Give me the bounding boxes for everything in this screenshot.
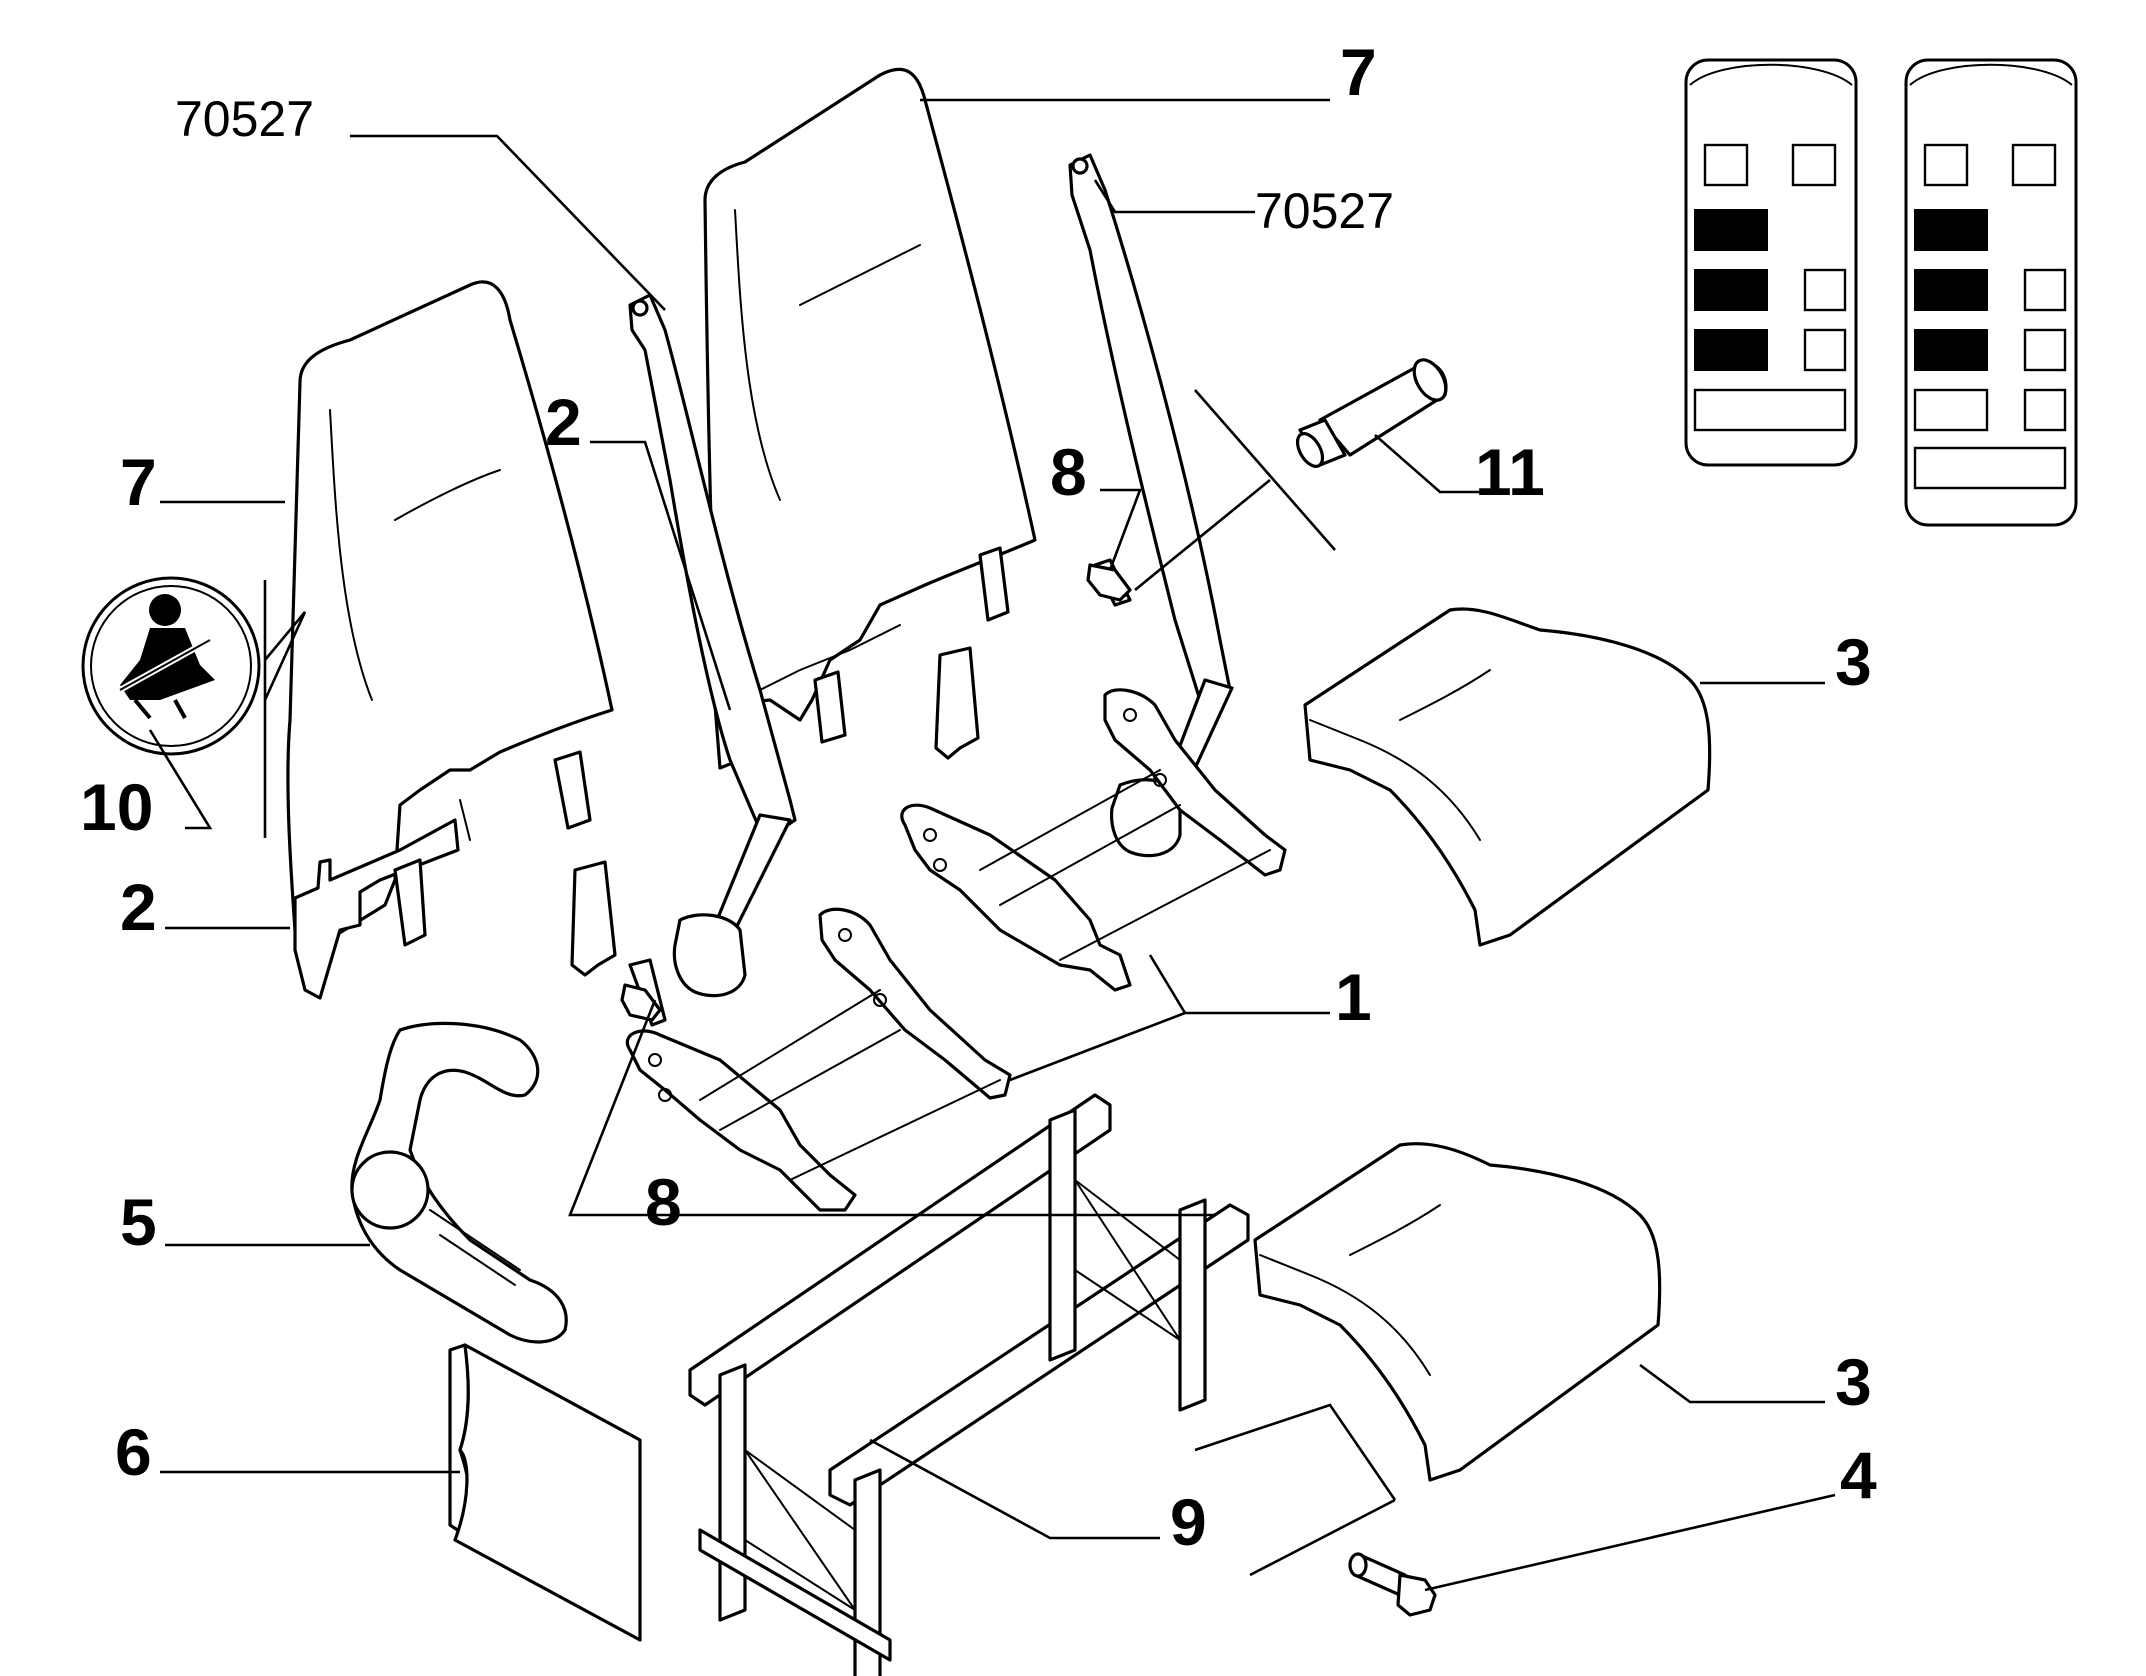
callout-8-upper: 8 — [1050, 435, 1087, 509]
callout-7-top: 7 — [1340, 35, 1377, 109]
clip-upper — [1086, 563, 1132, 602]
ref-70527-right: 70527 — [1255, 183, 1394, 239]
callout-2-upper: 2 — [545, 385, 582, 459]
callout-10: 10 — [80, 770, 153, 844]
callout-2-left: 2 — [120, 870, 157, 944]
ref-70527-left: 70527 — [175, 91, 314, 147]
bolt — [1348, 1552, 1437, 1617]
callout-11: 11 — [1475, 435, 1545, 509]
right-seatbelt — [934, 153, 1234, 858]
seat-frame-upper — [900, 688, 1287, 992]
seatbelt-warning-icon — [81, 576, 261, 756]
armrest — [350, 1021, 568, 1344]
callout-4: 4 — [1840, 1438, 1877, 1512]
seat-layout-a-icon — [1684, 58, 1858, 467]
left-seatbelt — [570, 293, 797, 1027]
leader-lines — [148, 98, 1836, 1592]
left-backrest — [286, 280, 614, 1000]
callout-1: 1 — [1335, 960, 1372, 1034]
callout-6: 6 — [115, 1415, 152, 1489]
base-frame — [688, 1093, 1250, 1676]
callout-8-lower: 8 — [645, 1165, 682, 1239]
cylinder-part — [1295, 358, 1448, 468]
callout-5: 5 — [120, 1185, 157, 1259]
side-panel — [448, 1343, 642, 1642]
callout-9: 9 — [1170, 1485, 1207, 1559]
seat-frame-lower — [625, 907, 1012, 1212]
callout-3-upper: 3 — [1835, 625, 1872, 699]
right-backrest — [703, 67, 1037, 770]
callout-3-lower: 3 — [1835, 1345, 1872, 1419]
seat-layout-b-icon — [1904, 58, 2078, 527]
seat-cushion-upper — [1303, 607, 1712, 947]
seat-cushion-lower — [1253, 1142, 1662, 1482]
callout-7-left: 7 — [120, 445, 157, 519]
